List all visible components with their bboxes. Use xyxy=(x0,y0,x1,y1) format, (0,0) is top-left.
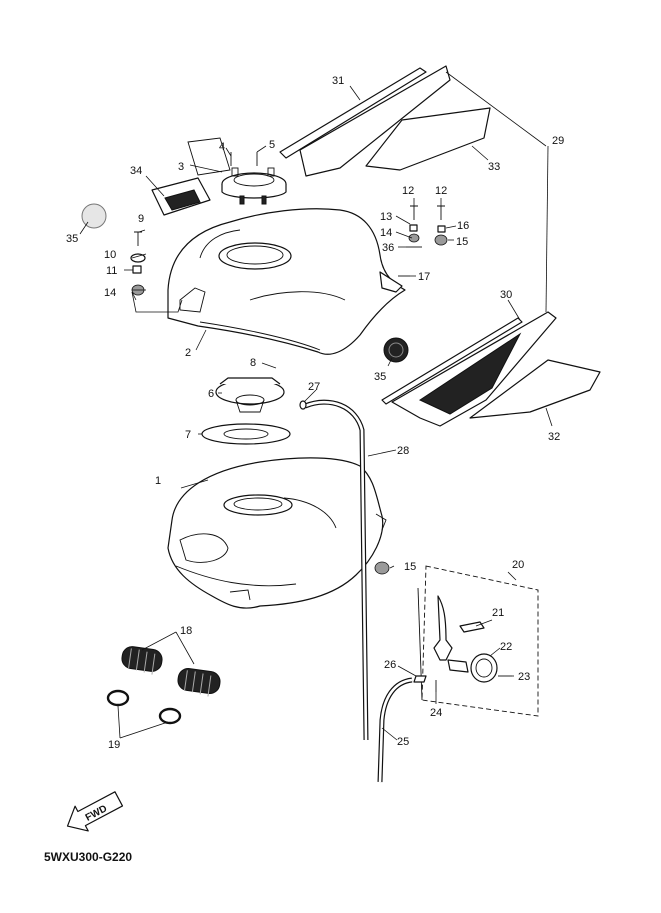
callout-12b: 12 xyxy=(435,185,447,197)
callout-19: 19 xyxy=(108,739,120,751)
callout-2: 2 xyxy=(185,347,191,359)
drawing-code: 5WXU300-G220 xyxy=(44,850,133,864)
callout-21: 21 xyxy=(492,607,504,619)
callout-14a: 14 xyxy=(104,287,116,299)
callout-15a: 15 xyxy=(456,236,468,248)
callout-15b: 15 xyxy=(404,561,416,573)
callout-13: 13 xyxy=(380,211,392,223)
rubber-disc xyxy=(81,203,107,229)
forward-arrow: FWD xyxy=(66,791,124,832)
callout-3: 3 xyxy=(178,161,184,173)
callout-8: 8 xyxy=(250,357,256,369)
callout-labels: 1 2 3 4 5 6 7 8 9 10 11 14 12 12 13 14 3… xyxy=(66,75,564,751)
callout-26: 26 xyxy=(384,659,396,671)
callout-16: 16 xyxy=(457,220,469,232)
fuel-cock-assembly xyxy=(413,565,539,717)
side-cover-lower xyxy=(381,311,601,427)
callout-20: 20 xyxy=(512,559,524,571)
fuel-hose xyxy=(377,677,413,783)
callout-28: 28 xyxy=(397,445,409,457)
fuel-cap-assembly xyxy=(187,137,287,205)
callout-31: 31 xyxy=(332,75,344,87)
callout-5: 5 xyxy=(269,139,275,151)
breather-hose xyxy=(299,399,369,741)
left-fasteners xyxy=(130,231,146,296)
callout-7: 7 xyxy=(185,429,191,441)
hose-clamps xyxy=(106,689,182,725)
callout-29: 29 xyxy=(552,135,564,147)
dark-grommet xyxy=(383,337,409,363)
callout-35a: 35 xyxy=(66,233,78,245)
callout-24: 24 xyxy=(430,707,442,719)
callout-14b: 14 xyxy=(380,227,392,239)
right-fasteners xyxy=(398,205,448,277)
fuel-tank xyxy=(167,457,387,609)
callout-6: 6 xyxy=(208,388,214,400)
callout-10: 10 xyxy=(104,249,116,261)
side-cover-upper xyxy=(279,65,491,177)
callout-23: 23 xyxy=(518,671,530,683)
filler-ring xyxy=(215,377,285,413)
callout-1: 1 xyxy=(155,475,161,487)
callout-36: 36 xyxy=(382,242,394,254)
callout-32: 32 xyxy=(548,431,560,443)
callout-11: 11 xyxy=(106,265,117,277)
emblem xyxy=(151,177,211,216)
callout-27: 27 xyxy=(308,381,320,393)
callout-4: 4 xyxy=(219,141,225,153)
callout-12a: 12 xyxy=(402,185,414,197)
callout-34: 34 xyxy=(130,165,142,177)
callout-35b: 35 xyxy=(374,371,386,383)
gasket xyxy=(201,423,291,445)
callout-22: 22 xyxy=(500,641,512,653)
callout-30: 30 xyxy=(500,289,512,301)
tank-top-cover xyxy=(167,208,406,355)
callout-17: 17 xyxy=(418,271,430,283)
callout-25: 25 xyxy=(397,736,409,748)
callout-33: 33 xyxy=(488,161,500,173)
damper-15-lower xyxy=(374,561,390,575)
hose-protectors xyxy=(121,646,221,697)
leader-lines xyxy=(79,71,553,741)
callout-9: 9 xyxy=(138,213,144,225)
callout-18: 18 xyxy=(180,625,192,637)
